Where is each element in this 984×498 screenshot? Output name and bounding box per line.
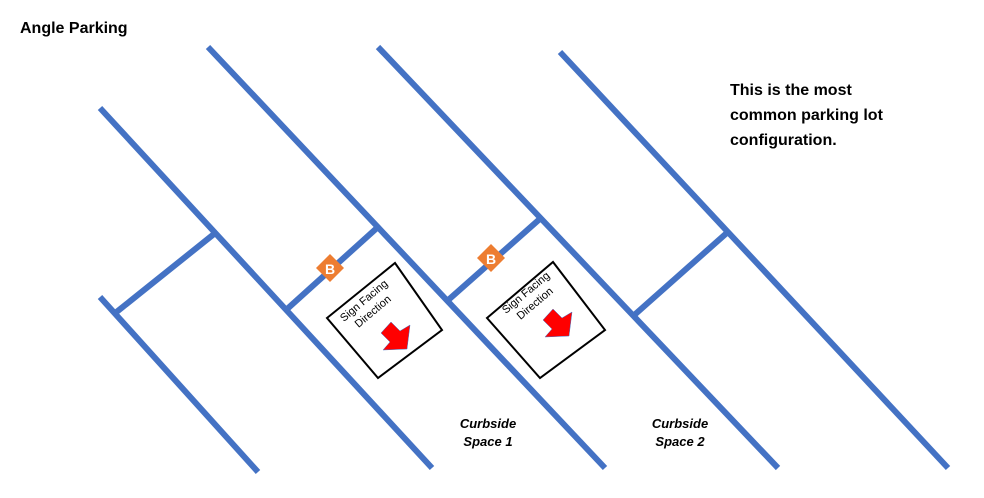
diagram-title: Angle Parking: [20, 20, 128, 37]
sign-1: B Sign Facing Direction: [316, 254, 444, 380]
badge-label: B: [325, 261, 335, 277]
stall-line: [375, 44, 781, 471]
curbside-space-1-label: Curbside Space 1: [443, 415, 533, 451]
connector-line: [630, 228, 731, 320]
description-note: This is the most common parking lot conf…: [730, 82, 883, 149]
curbside-line1: Curbside: [459, 416, 517, 431]
curbside-space-2-label: Curbside Space 2: [635, 415, 725, 451]
stall-line: [557, 49, 951, 471]
stall-line: [97, 294, 261, 475]
stall-line: [205, 44, 608, 471]
curbside-line2: Space 1: [463, 434, 513, 449]
badge-diamond: [316, 254, 344, 282]
connector-line: [112, 231, 216, 317]
badge-diamond: [477, 244, 505, 272]
badge-label: B: [486, 251, 496, 267]
curbside-line1: Curbside: [651, 416, 709, 431]
curbside-line2: Space 2: [655, 434, 705, 449]
direction-arrow-icon: [380, 321, 411, 351]
stall-line: [97, 105, 435, 471]
direction-arrow-icon: [542, 308, 573, 338]
